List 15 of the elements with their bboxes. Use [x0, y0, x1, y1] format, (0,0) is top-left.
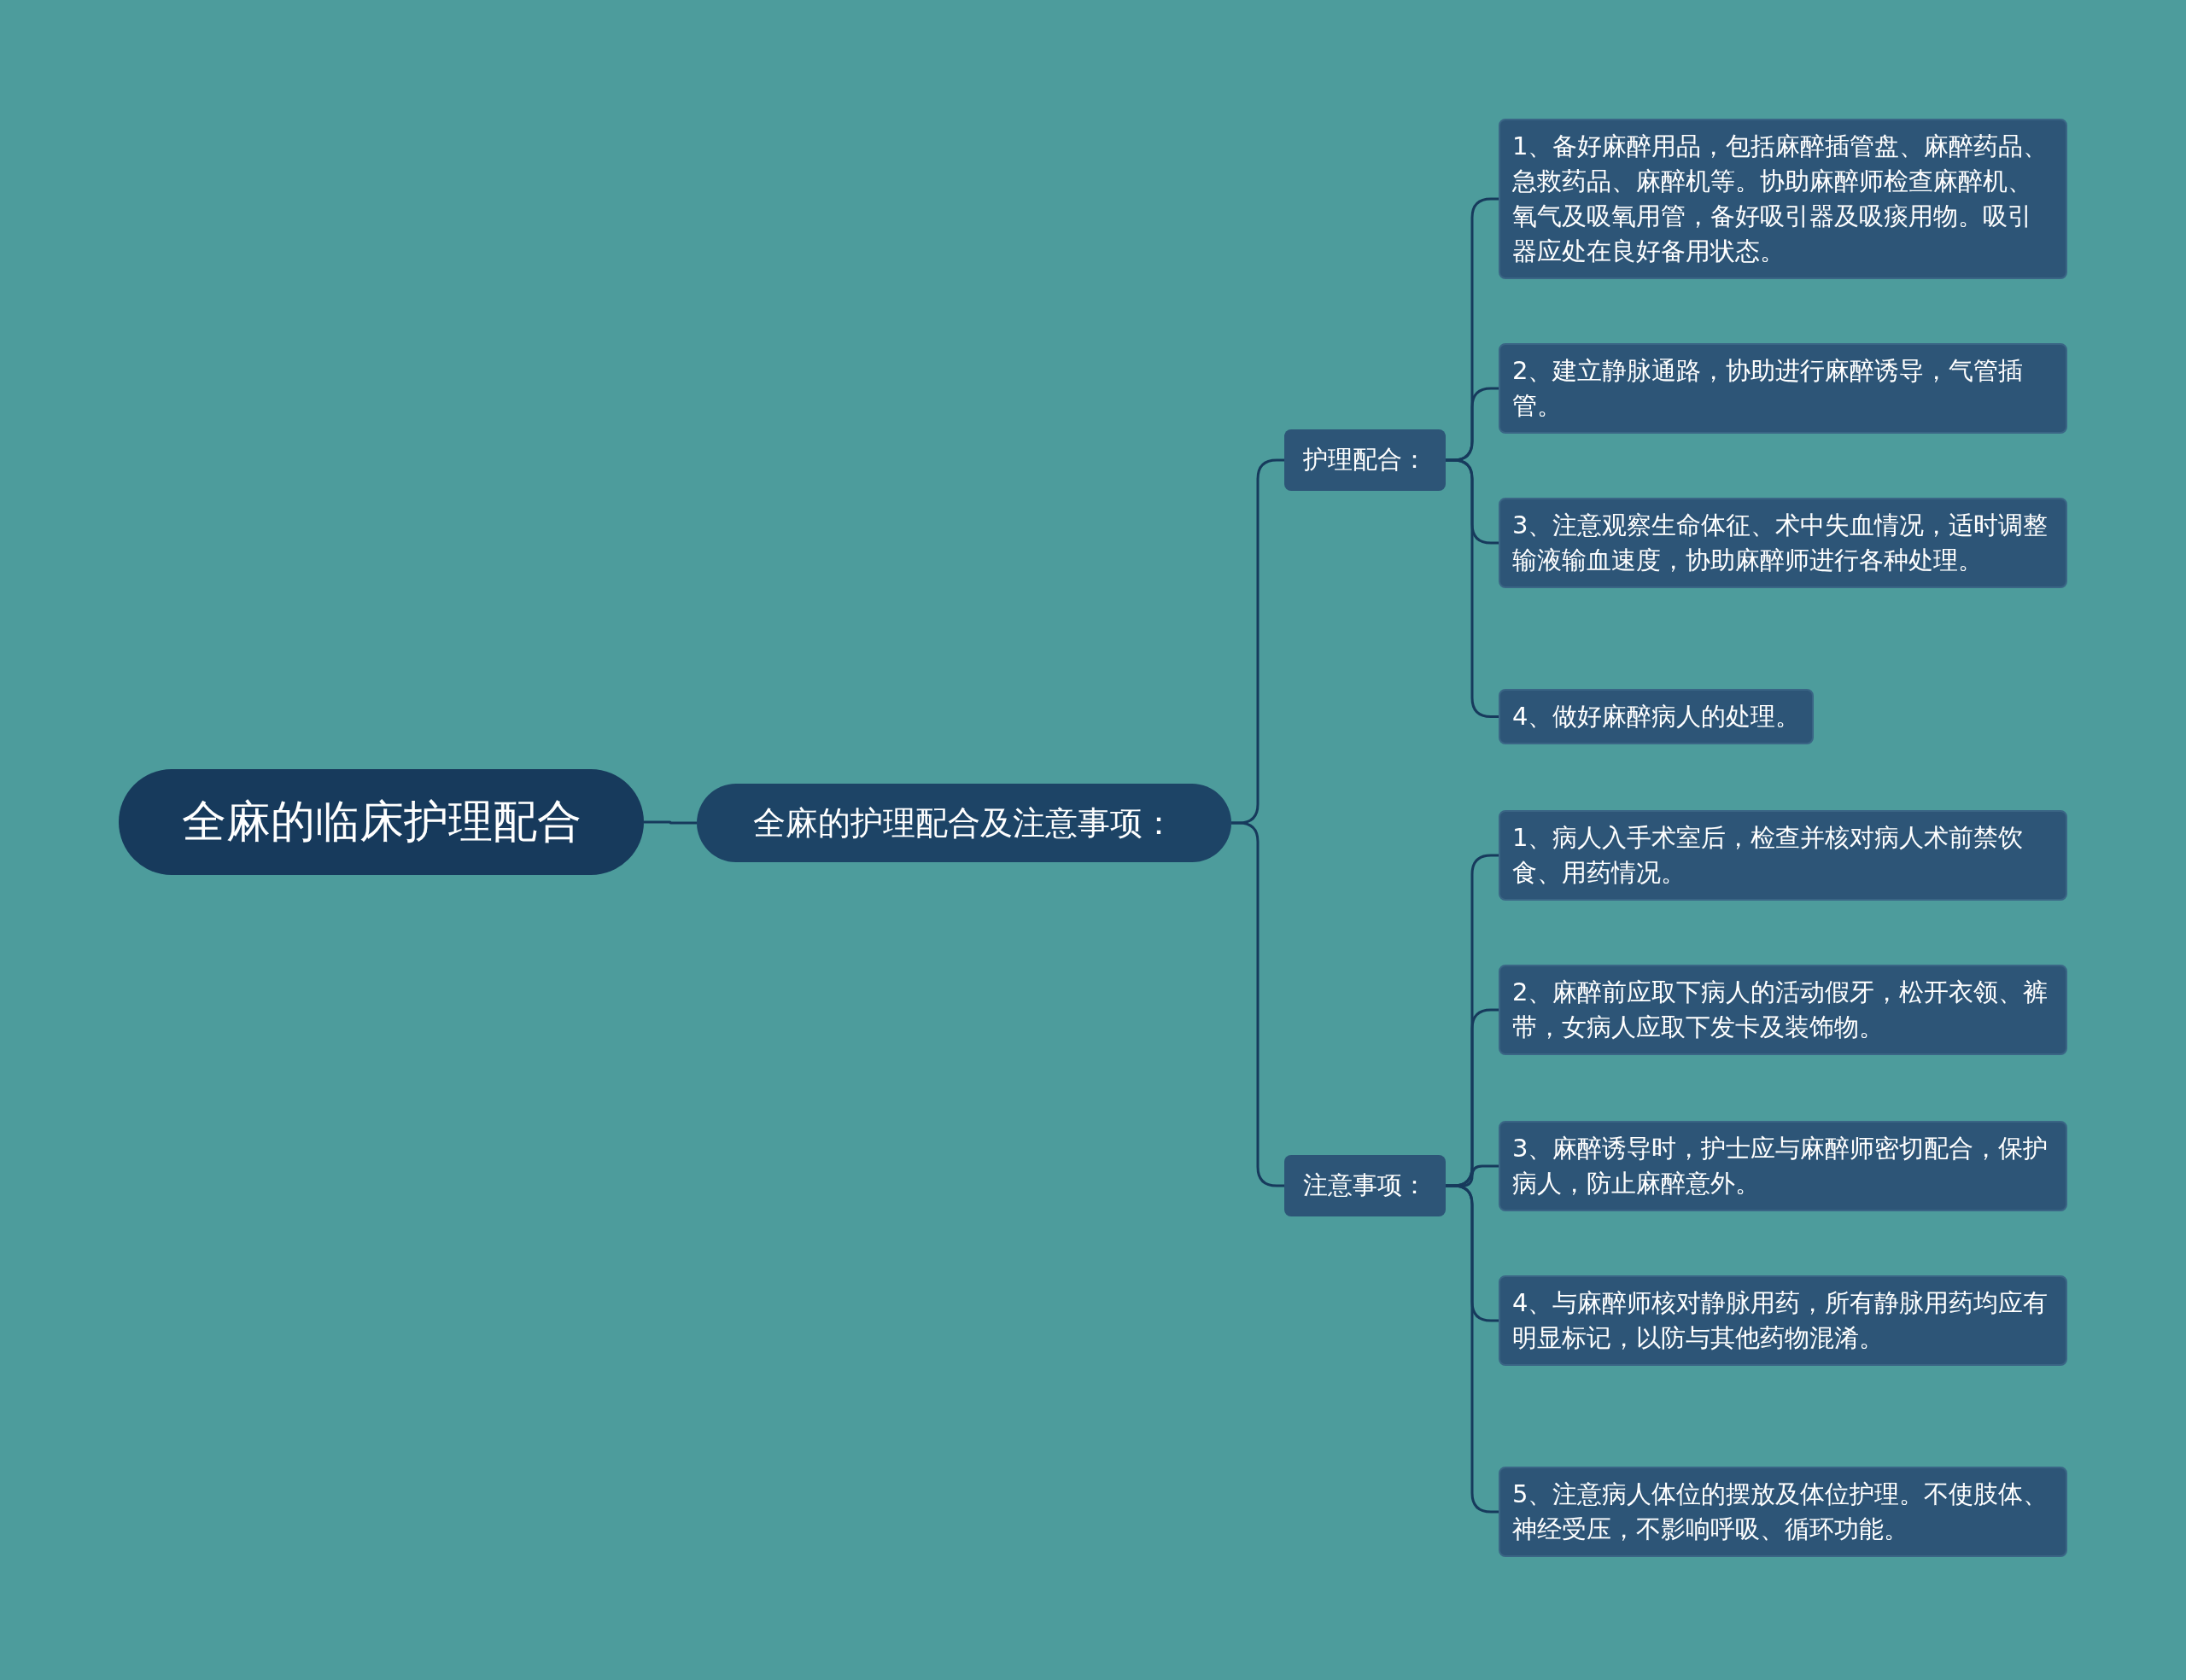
topic-card: 4、与麻醉师核对静脉用药，所有静脉用药均应有明显标记，以防与其他药物混淆。 [1499, 1275, 2067, 1366]
subtopic: 护理配合： [1284, 429, 1446, 491]
topic-card: 2、麻醉前应取下病人的活动假牙，松开衣领、裤带，女病人应取下发卡及装饰物。 [1499, 965, 2067, 1055]
subtopic: 注意事项： [1284, 1155, 1446, 1216]
topic-card: 3、麻醉诱导时，护士应与麻醉师密切配合，保护病人，防止麻醉意外。 [1499, 1121, 2067, 1211]
topic-card: 5、注意病人体位的摆放及体位护理。不使肢体、神经受压，不影响呼吸、循环功能。 [1499, 1467, 2067, 1557]
central-topic: 全麻的临床护理配合 [119, 769, 644, 875]
topic-card: 1、病人入手术室后，检查并核对病人术前禁饮食、用药情况。 [1499, 810, 2067, 901]
connector-line [1446, 1184, 1499, 1514]
topic-card: 1、备好麻醉用品，包括麻醉插管盘、麻醉药品、急救药品、麻醉机等。协助麻醉师检查麻醉机、氧气及吸氧用管，备好吸引器及吸痰用物。吸引器应处在良好备用状态。 [1499, 119, 2067, 279]
topic-card: 4、做好麻醉病人的处理。 [1499, 689, 1815, 744]
topic-card: 2、建立静脉通路，协助进行麻醉诱导，气管插管。 [1499, 343, 2067, 434]
main-topic: 全麻的护理配合及注意事项： [697, 784, 1231, 862]
topic-card: 3、注意观察生命体征、术中失血情况，适时调整输液输血速度，协助麻醉师进行各种处理。 [1499, 498, 2067, 588]
connector-line [644, 820, 697, 825]
